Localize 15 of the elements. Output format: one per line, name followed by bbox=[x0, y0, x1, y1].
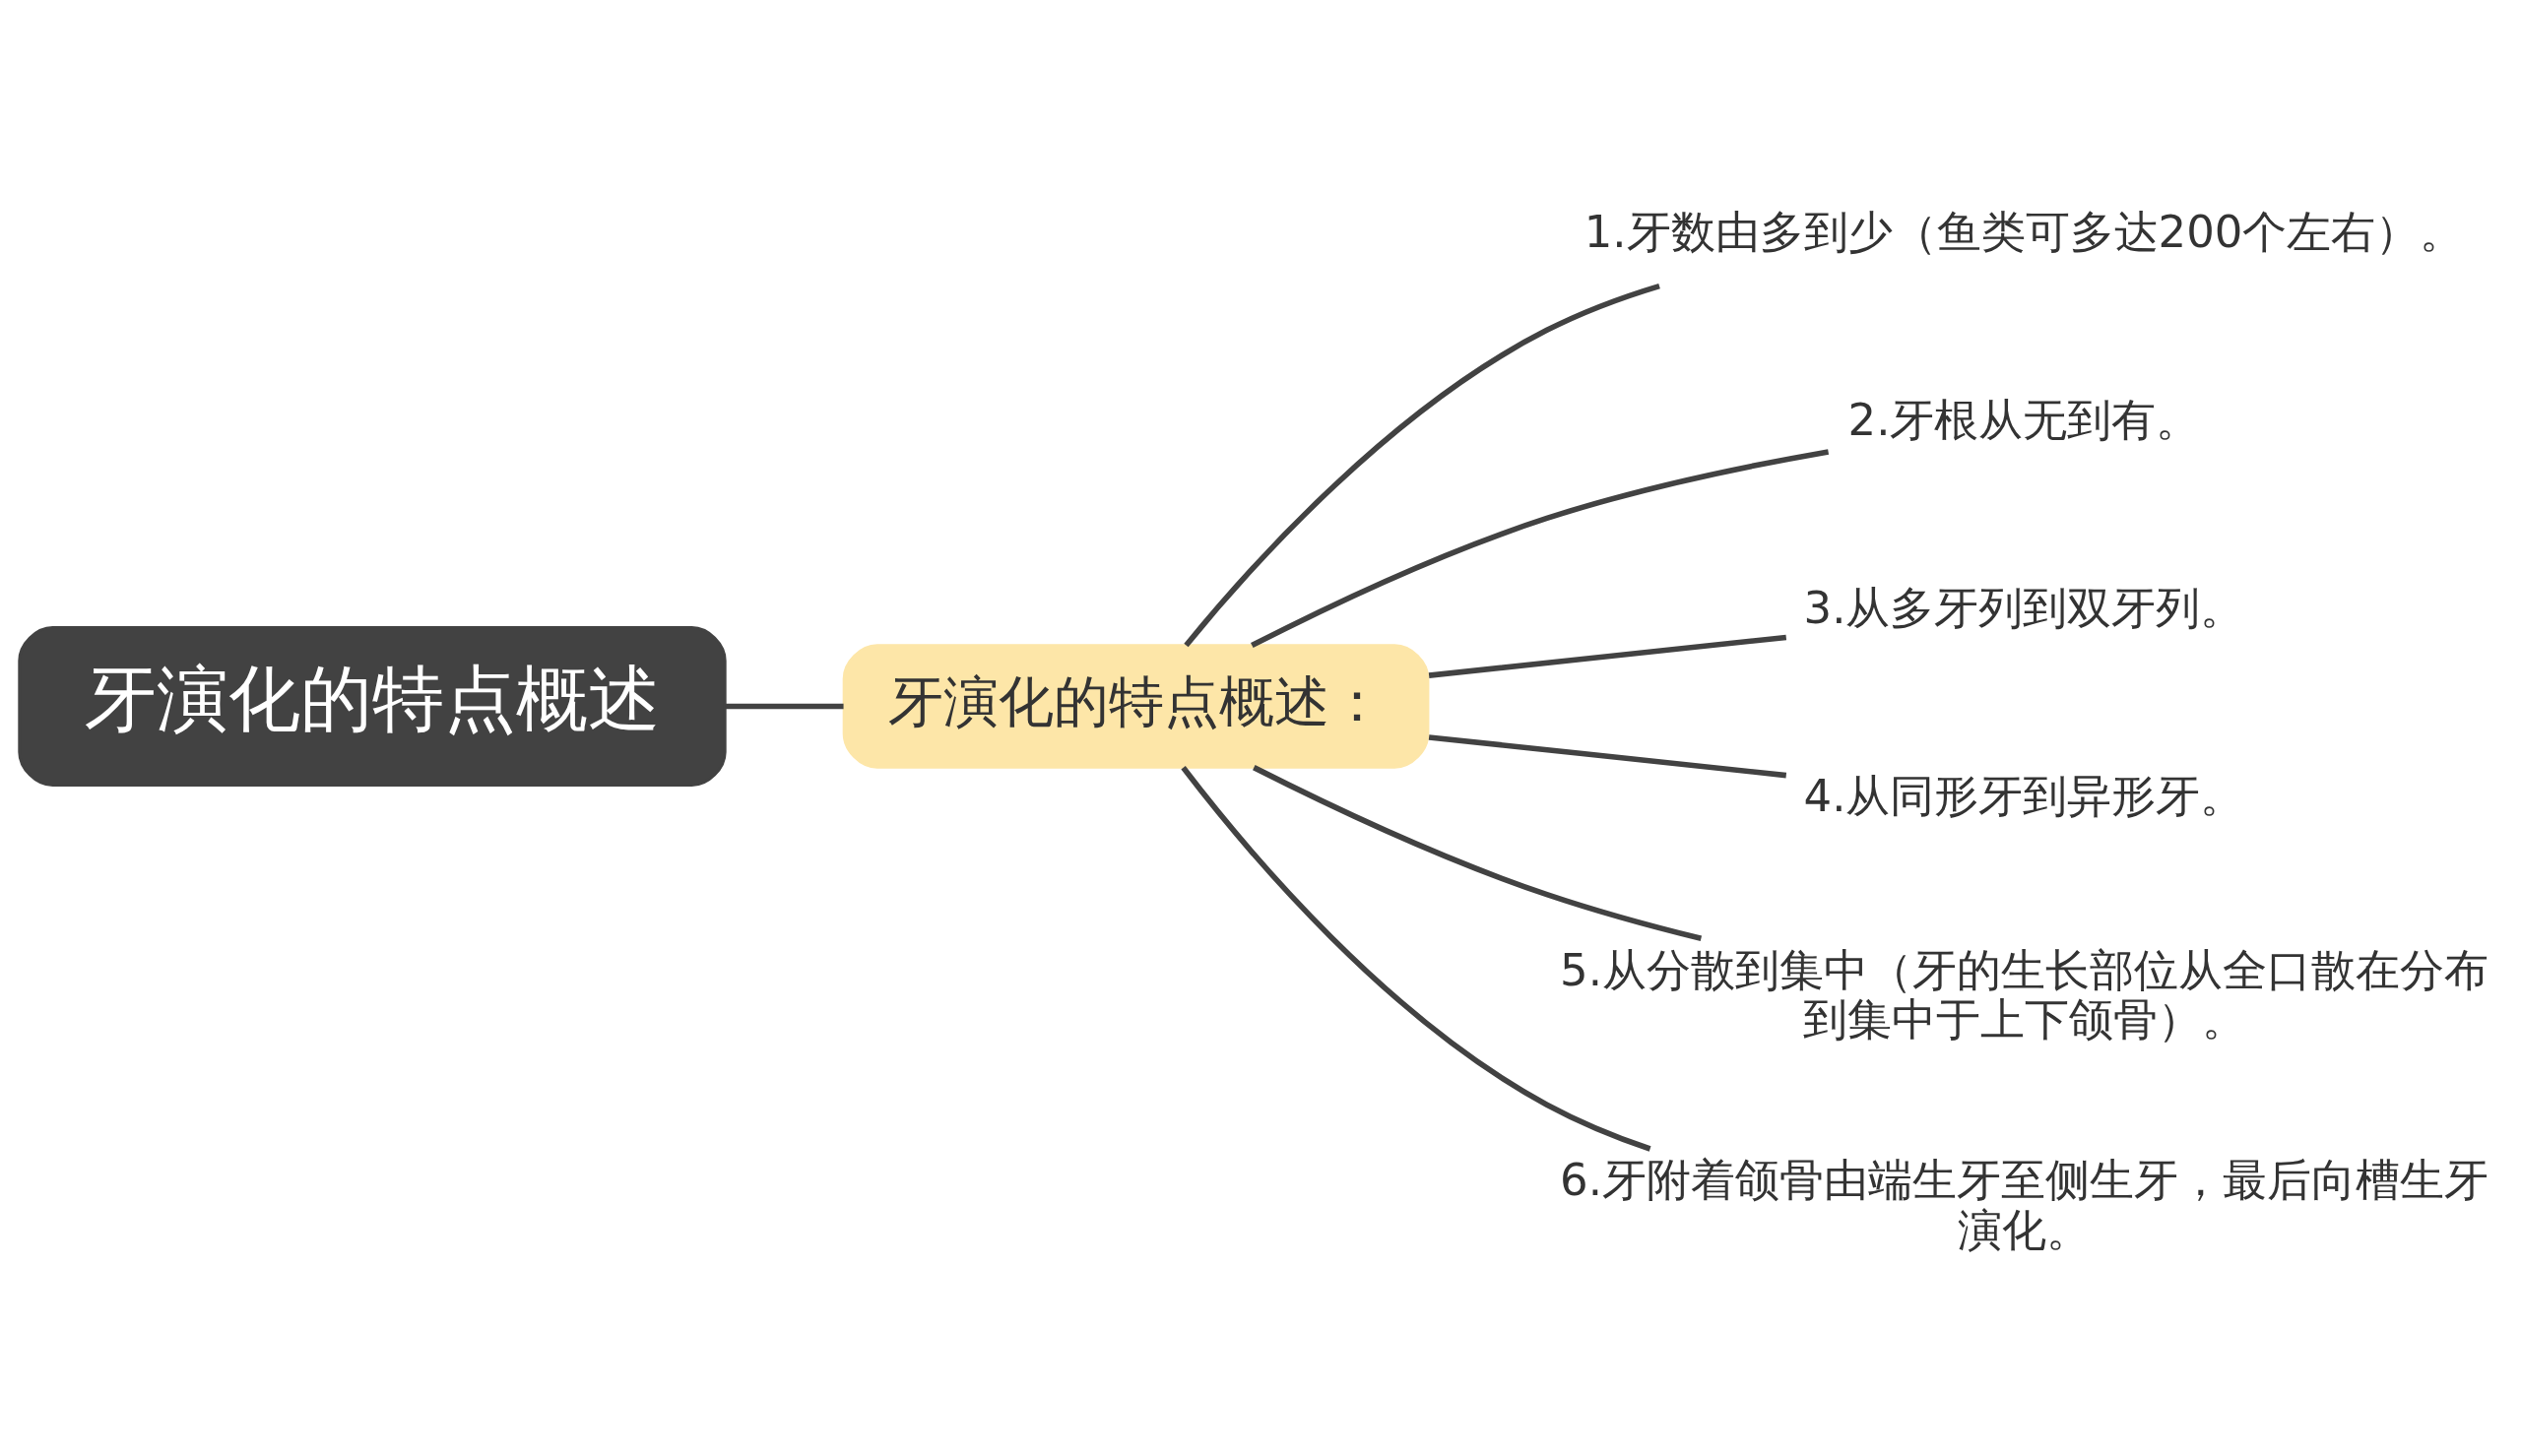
node-box: 牙演化的特点概述： bbox=[842, 643, 1430, 769]
connector bbox=[1184, 283, 1660, 647]
node-text: 6.牙附着颌骨由端生牙至侧生牙，最后向槽生牙演化。 bbox=[1560, 1153, 2489, 1256]
connector bbox=[1253, 764, 1703, 941]
node-box: 牙演化的特点概述 bbox=[18, 625, 727, 787]
node-text: 2.牙根从无到有。 bbox=[1847, 393, 2201, 446]
node-text: 4.从同形牙到异形牙。 bbox=[1803, 769, 2245, 822]
node-text: 3.从多牙列到双牙列。 bbox=[1803, 581, 2245, 634]
connector bbox=[1428, 634, 1787, 678]
node-text: 5.从分散到集中（牙的生长部位从全口散在分布到集中于上下颌骨）。 bbox=[1560, 943, 2489, 1045]
node-text: 1.牙数由多到少（鱼类可多达200个左右）。 bbox=[1584, 205, 2465, 257]
connector bbox=[1181, 765, 1651, 1152]
connector bbox=[1428, 733, 1787, 778]
connector bbox=[725, 703, 844, 709]
connector bbox=[1251, 448, 1830, 648]
